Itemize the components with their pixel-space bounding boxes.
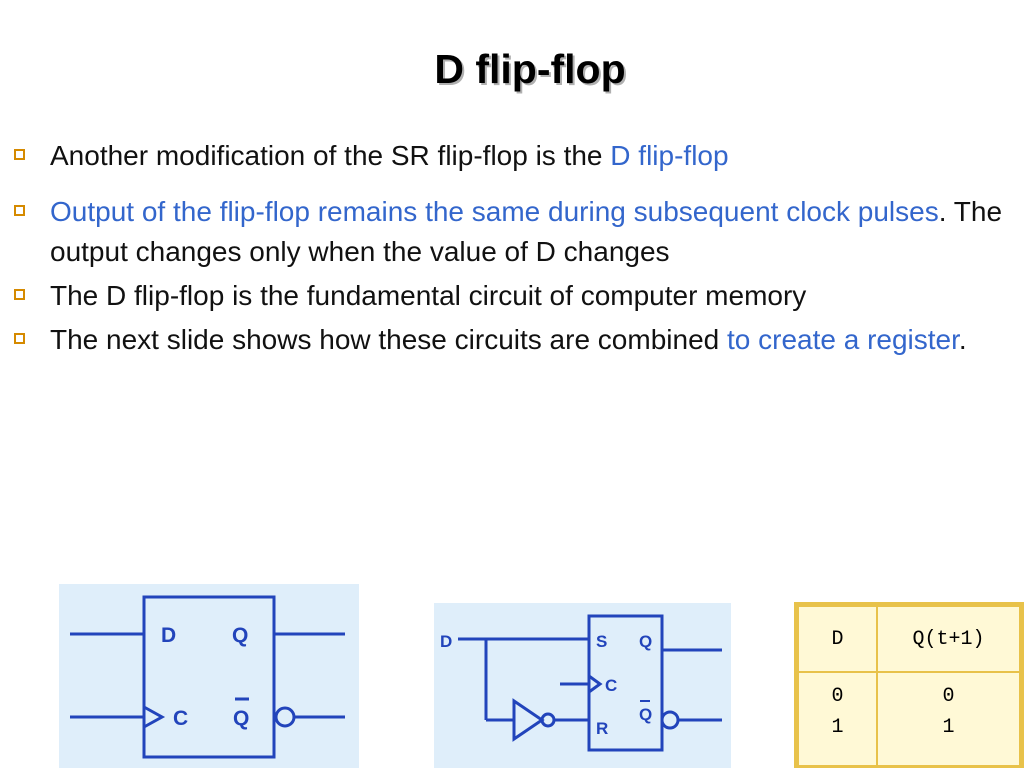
inversion-bubble-icon [274,706,296,728]
header-d: D [796,605,879,673]
bullet-text: . The output changes only when the value… [50,196,1003,267]
truth-table: D Q(t+1) 0 1 0 1 [796,605,1021,768]
qbar-label: Q [639,705,652,724]
bullet-text: Another modification of the SR flip-flop… [50,140,611,171]
clock-triangle-icon [143,705,166,729]
bullet-text: The D flip-flop is the fundamental circu… [50,280,807,311]
truth-table-panel: D Q(t+1) 0 1 0 1 [794,602,1024,768]
d-flipflop-symbol-diagram: D Q C Q [59,584,359,768]
bullet-item: The D flip-flop is the fundamental circu… [14,276,1009,316]
square-bullet-icon [14,289,25,300]
slide-title: D flip-flop [434,46,626,92]
sr-based-d-flipflop-diagram: D S Q C R Q [434,603,731,768]
bullet-item: The next slide shows how these circuits … [14,320,1009,360]
bullet-text: The next slide shows how these circuits … [50,324,727,355]
square-bullet-icon [14,149,25,160]
q-label: Q [639,632,652,651]
bullet-highlight: D flip-flop [610,140,729,171]
bullet-end: . [958,324,967,355]
clock-triangle-icon [588,674,603,694]
bullet-list: Another modification of the SR flip-flop… [14,136,1009,360]
square-bullet-icon [14,333,25,344]
c-label: C [173,707,188,730]
square-bullet-icon [14,205,25,216]
bullet-item: Another modification of the SR flip-flop… [14,136,1009,176]
d-label: D [440,632,452,651]
inversion-bubble-icon [660,710,680,730]
d-values-cell: 0 1 [796,671,879,768]
inverter-gate-icon [512,698,545,742]
sr-circuit-svg: D S Q C R Q [440,614,722,752]
flipflop-box [142,595,276,759]
d-flipflop-symbol-svg: D Q C Q [70,595,345,759]
bullet-highlight: to create a register [727,324,959,355]
bullet-item: Output of the flip-flop remains the same… [14,192,1009,272]
header-q-next: Q(t+1) [876,605,1021,673]
q-label: Q [232,624,248,647]
truth-table-row: 0 1 0 1 [796,671,1021,768]
q-values-cell: 0 1 [876,671,1021,768]
qbar-label: Q [233,707,249,730]
s-label: S [596,632,607,651]
c-label: C [605,676,617,695]
bullet-highlight: Output of the flip-flop remains the same… [50,196,939,227]
truth-table-header-row: D Q(t+1) [796,605,1021,673]
d-label: D [161,624,176,647]
r-label: R [596,719,608,738]
